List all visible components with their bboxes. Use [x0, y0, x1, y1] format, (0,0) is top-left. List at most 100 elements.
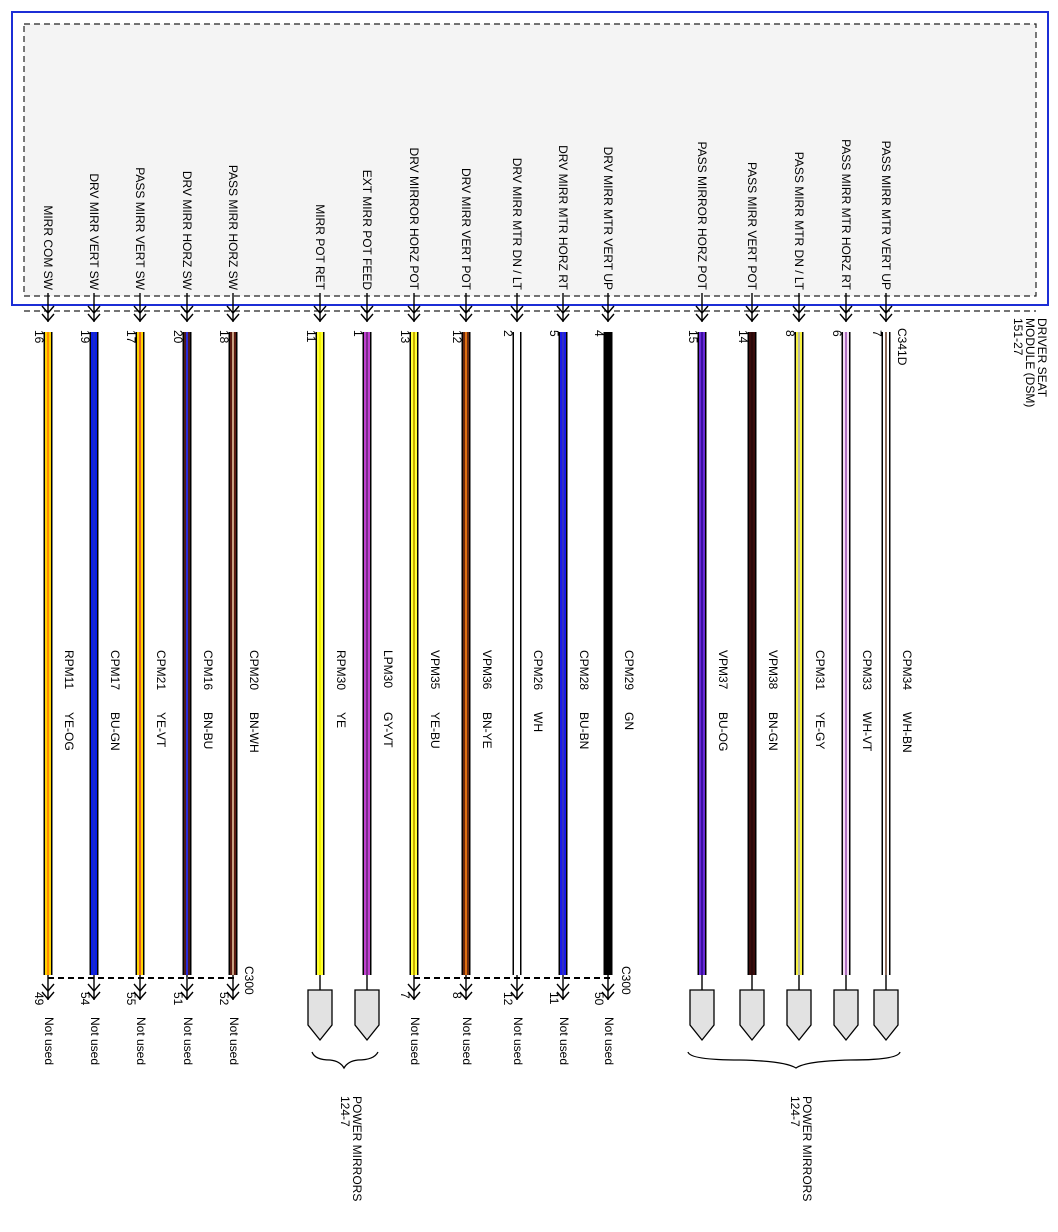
- wire-signal-label: DRV MIRR MTR HORZ RT: [556, 145, 570, 291]
- wire-pin-top: 1: [351, 330, 365, 337]
- wire-circuit-label: VPM37: [716, 650, 730, 690]
- wire-color-code-label: YE-OG: [62, 712, 76, 751]
- wire-signal-label: MIRR POT RET: [313, 204, 327, 290]
- connector-chevron-icon: [459, 305, 473, 323]
- wire-color-code-label: GY-VT: [381, 712, 395, 748]
- connector-chevron-icon: [407, 305, 421, 323]
- connector-c300-left-label: C300: [242, 966, 256, 995]
- mirror-connector-icon: [307, 989, 333, 1042]
- wire-pin-top: 19: [78, 330, 92, 344]
- connector-chevron-icon: [226, 305, 240, 323]
- connector-chevron-icon: [556, 983, 570, 1001]
- wire-color-code-label: YE: [334, 712, 348, 728]
- module-name-line-1: DRIVER SEAT: [1035, 318, 1049, 398]
- wire-color-stripe: [186, 332, 188, 975]
- wire-circuit-label: CPM34: [900, 650, 914, 690]
- wire-pin-bottom: 54: [78, 992, 92, 1006]
- wire-color-code-label: BN-WH: [247, 712, 261, 753]
- connector-chevron-icon: [510, 983, 524, 1001]
- connector-chevron-icon: [510, 305, 524, 323]
- wire-color-stripe: [47, 332, 49, 975]
- wire-pin-top: 4: [592, 330, 606, 337]
- connector-chevron-icon: [695, 305, 709, 323]
- wire-circuit-label: VPM36: [480, 650, 494, 690]
- wire-color-code-label: BN-GN: [766, 712, 780, 751]
- wire-pin-top: 8: [783, 330, 797, 337]
- connector-chevron-icon: [601, 305, 615, 323]
- wire-pin-bottom: 50: [592, 992, 606, 1006]
- connector-chevron-icon: [87, 983, 101, 1001]
- wire-color-stripe: [139, 332, 141, 975]
- wire-end-label: Not used: [511, 1017, 525, 1065]
- wire-color-code-label: YE-GY: [813, 712, 827, 749]
- wire-color-stripe: [465, 332, 467, 975]
- connector-chevron-icon: [180, 983, 194, 1001]
- wire-end-label: Not used: [88, 1017, 102, 1065]
- wire-circuit-label: VPM35: [428, 650, 442, 690]
- wire-pin-bottom: 11: [547, 992, 561, 1005]
- wire-color-stripe: [319, 332, 321, 975]
- wire-end-label: Not used: [602, 1017, 616, 1065]
- wire-color-code-label: WH: [531, 712, 545, 732]
- wire-pin-top: 12: [450, 330, 464, 344]
- wire-pin-bottom: 12: [501, 992, 515, 1006]
- wire-end-label: Not used: [134, 1017, 148, 1065]
- wire-end-label: Not used: [557, 1017, 571, 1065]
- wire-end-label: Not used: [460, 1017, 474, 1065]
- wire-pin-top: 16: [32, 330, 46, 344]
- wire-color-stripe: [366, 332, 368, 975]
- mirror-connector-icon: [833, 989, 859, 1042]
- wire-color-stripe: [798, 332, 800, 975]
- wire-circuit-label: CPM28: [577, 650, 591, 690]
- wire-circuit-label: VPM38: [766, 650, 780, 690]
- wire-pin-top: 14: [736, 330, 750, 344]
- wire-color-stripe: [845, 332, 847, 975]
- wire-color-code-label: GN: [622, 712, 636, 730]
- wire-pin-bottom: 52: [217, 992, 231, 1006]
- wire-color-code-label: BU-BN: [577, 712, 591, 749]
- wire-circuit-label: RPM30: [334, 650, 348, 690]
- wire-pin-top: 17: [124, 330, 138, 344]
- power-mirrors-right-brace: [687, 1051, 901, 1069]
- wire-color-stripe: [562, 332, 564, 975]
- connector-chevron-icon: [133, 983, 147, 1001]
- wire-signal-label: PASS MIRR MTR DN / LT: [792, 152, 806, 291]
- wire-pin-top: 2: [501, 330, 515, 337]
- wire-end-label: Not used: [181, 1017, 195, 1065]
- wire-signal-label: DRV MIRR VERT POT: [459, 168, 473, 291]
- wire-pin-top: 15: [686, 330, 700, 344]
- module-name-line-3: 151-27: [1011, 318, 1025, 356]
- connector-c341d-label: C341D: [895, 328, 909, 366]
- connector-chevron-icon: [839, 305, 853, 323]
- wire-signal-label: DRV MIRR MTR DN / LT: [510, 158, 524, 291]
- wire-circuit-label: CPM29: [622, 650, 636, 690]
- wire-signal-label: DRV MIRR MTR VERT UP: [601, 147, 615, 290]
- wire-circuit-label: CPM17: [108, 650, 122, 690]
- wire-pin-top: 13: [398, 330, 412, 344]
- wire-pin-bottom: 7: [398, 992, 412, 999]
- wire-signal-label: DRV MIRR HORZ SW: [180, 171, 194, 291]
- wire-color-code-label: WH-VT: [860, 712, 874, 752]
- wire-color-code-label: BN-BU: [201, 712, 215, 749]
- module-name-line-2: MODULE (DSM): [1023, 318, 1037, 407]
- connector-chevron-icon: [133, 305, 147, 323]
- wire-pin-bottom: 8: [450, 992, 464, 999]
- wire-signal-label: PASS MIRR MTR HORZ RT: [839, 139, 853, 291]
- wire-circuit-label: CPM26: [531, 650, 545, 690]
- power-mirrors-left-brace: [311, 1051, 379, 1070]
- connector-chevron-icon: [360, 305, 374, 323]
- connector-chevron-icon: [792, 305, 806, 323]
